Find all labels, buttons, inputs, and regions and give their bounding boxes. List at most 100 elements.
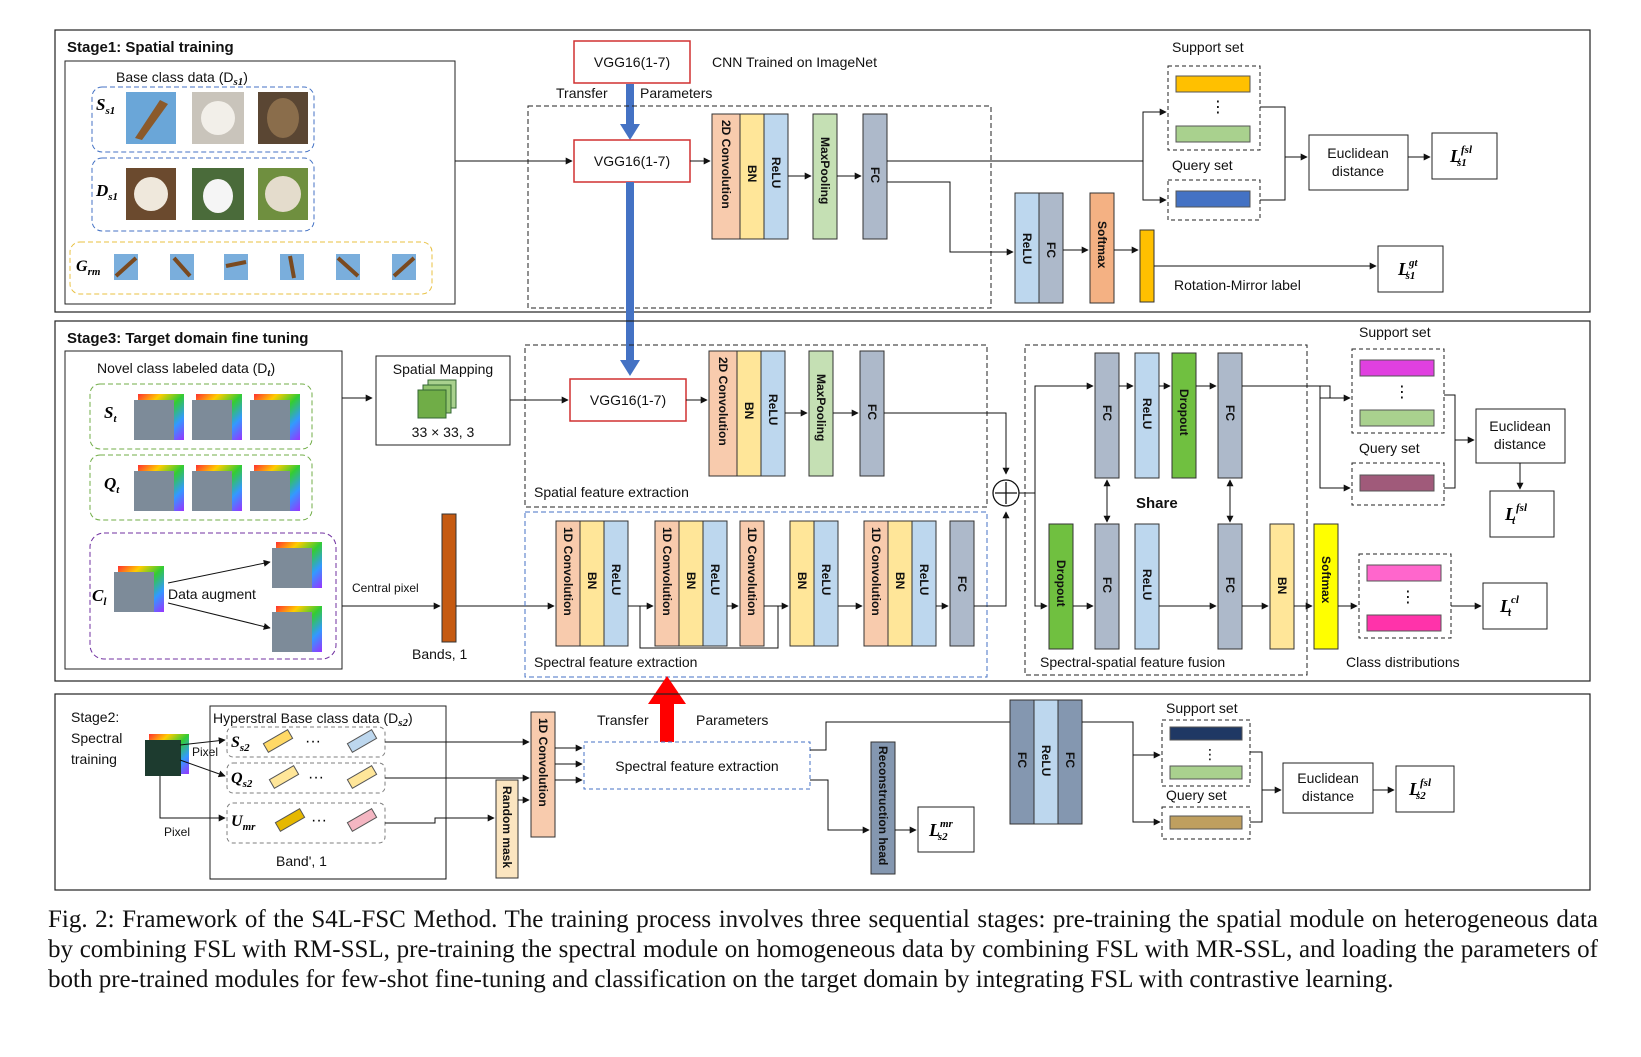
arrow-to-fusion-bottom bbox=[1034, 493, 1048, 610]
arrow-fusion-to-fsl bbox=[1242, 385, 1331, 398]
dog-shape bbox=[134, 177, 168, 211]
hsi-face-s2 bbox=[192, 400, 232, 440]
stage3-data-box bbox=[64, 350, 343, 670]
arrow-spec-skip bbox=[639, 606, 779, 649]
ellipsis-u: ··· bbox=[311, 812, 327, 829]
arrow-spatial-to-fuse bbox=[884, 412, 1010, 475]
euclid-box-s1 bbox=[1308, 134, 1409, 191]
arrow-cube-u bbox=[159, 776, 226, 822]
euclid-s1-line1: Euclidean bbox=[1327, 145, 1389, 161]
rotated-thumbnails bbox=[114, 254, 416, 280]
share-label: Share bbox=[1136, 495, 1178, 512]
arrow-to-support-s2 bbox=[1132, 751, 1161, 759]
hsi-face-aug2 bbox=[272, 612, 312, 652]
support-bar-bottom-s1 bbox=[1175, 125, 1251, 143]
arrow-spectral-to-fuse bbox=[974, 511, 1010, 607]
loss-cl-t-box bbox=[1482, 582, 1548, 630]
fuse-top-2: ReLU bbox=[1140, 398, 1154, 429]
stage3-panel bbox=[54, 320, 1591, 682]
spec-block-12: ReLU bbox=[917, 564, 931, 595]
loss-fsl-s1-box bbox=[1431, 132, 1498, 180]
rm-block-relu: ReLU bbox=[1020, 233, 1034, 264]
stage2-title-1: Stage2: bbox=[71, 709, 119, 725]
spec-block-6: ReLU bbox=[708, 564, 722, 595]
spec-block-7: 1D Convolution bbox=[745, 527, 759, 616]
spectral-caption: Spectral feature extraction bbox=[534, 654, 697, 670]
loss-fsl-t-box bbox=[1489, 490, 1555, 538]
stage1-data-box bbox=[64, 60, 456, 305]
arrow-to-query-s1 bbox=[1142, 161, 1167, 204]
row-label-g-rm: Grm bbox=[76, 258, 101, 278]
support-bar-bottom-s2 bbox=[1169, 765, 1243, 780]
s3-block-relu: ReLU bbox=[766, 394, 780, 425]
band-icon-q1 bbox=[268, 764, 300, 790]
mapping-icon-front bbox=[417, 389, 447, 419]
vgg-stage3-box bbox=[569, 378, 687, 422]
framework-diagram: Stage1: Spatial training Base class data… bbox=[54, 29, 1591, 891]
arrow-to-fusion-top bbox=[1034, 382, 1094, 493]
fuse-top-1: FC bbox=[1100, 405, 1114, 421]
fusion-bottom-stack: Dropout FC ReLU FC BN bbox=[1048, 523, 1295, 650]
arrow-u-to-mask bbox=[385, 814, 495, 824]
bands-bar bbox=[441, 513, 457, 643]
spec-block-8: BN bbox=[795, 572, 809, 589]
arrow-cube-s bbox=[179, 737, 226, 746]
arrow-to-query-s2 bbox=[1132, 784, 1161, 826]
euclid-s1-line2: distance bbox=[1332, 163, 1384, 179]
query-bar-s1 bbox=[1175, 190, 1251, 208]
class-dist-bar-top bbox=[1366, 564, 1442, 582]
row-label-q-s2: Qs2 bbox=[231, 770, 253, 790]
conv1d-s2 bbox=[530, 711, 556, 838]
ellipsis-q: ··· bbox=[308, 769, 324, 786]
rm-block-fc: FC bbox=[1044, 242, 1058, 258]
hsi-face-s3 bbox=[250, 400, 290, 440]
euclid-s2-line2: distance bbox=[1302, 788, 1354, 804]
spec-block-4: 1D Convolution bbox=[660, 527, 674, 616]
poodle-shape bbox=[265, 176, 301, 212]
spec-block-13: FC bbox=[955, 576, 969, 592]
vgg-imagenet-box bbox=[573, 40, 691, 84]
loss-fsl-s2-box bbox=[1395, 765, 1455, 813]
spatial-mapping-size: 33 × 33, 3 bbox=[412, 424, 475, 440]
support-label-s2: Support set bbox=[1166, 700, 1238, 716]
support-cubes-group bbox=[89, 383, 313, 450]
query-cubes-group bbox=[89, 454, 313, 521]
class-dist-label: Class distributions bbox=[1346, 654, 1460, 670]
hsi-face-aug1 bbox=[272, 548, 312, 588]
band-label: Band', 1 bbox=[276, 853, 327, 869]
base-class-title: Base class data (Ds1) bbox=[116, 69, 248, 88]
stage1-title: Stage1: Spatial training bbox=[67, 39, 234, 56]
stage3-spectral-dashed bbox=[524, 511, 988, 678]
transfer-arrow-red-head bbox=[648, 676, 686, 704]
hsi-face-c bbox=[114, 572, 154, 612]
loss-gt-box bbox=[1377, 245, 1444, 293]
loss-mr-box bbox=[917, 806, 975, 853]
fusion-dashed bbox=[1024, 344, 1308, 676]
fuse-bot-1: Dropout bbox=[1054, 560, 1068, 607]
support-images-group bbox=[91, 86, 315, 153]
softmax-s3 bbox=[1313, 523, 1339, 650]
recon-head bbox=[870, 741, 896, 875]
rm-block-softmax: Softmax bbox=[1095, 221, 1109, 269]
band-icon-u1 bbox=[274, 807, 306, 833]
softmax-s3-label: Softmax bbox=[1319, 556, 1333, 604]
row-label-q-t: Qt bbox=[104, 474, 120, 496]
imagenet-note: CNN Trained on ImageNet bbox=[712, 54, 877, 70]
query-bar-s2 bbox=[1169, 815, 1243, 830]
row-label-s-t: St bbox=[104, 403, 117, 425]
euclid-s3-line1: Euclidean bbox=[1489, 418, 1551, 434]
s3-block-conv: 2D Convolution bbox=[716, 357, 730, 446]
support-dots-s1: ⋮ bbox=[1210, 99, 1226, 116]
class-dist-dots: ⋮ bbox=[1400, 589, 1416, 606]
support-box-s1 bbox=[1167, 65, 1261, 151]
spec-block-2: BN bbox=[585, 572, 599, 589]
hsi-face-s1 bbox=[134, 400, 174, 440]
fuse-bot-3: ReLU bbox=[1140, 569, 1154, 600]
pixel-label-1: Pixel bbox=[192, 745, 218, 759]
random-mask-box bbox=[495, 779, 519, 879]
ellipsis-s: ··· bbox=[305, 733, 321, 750]
